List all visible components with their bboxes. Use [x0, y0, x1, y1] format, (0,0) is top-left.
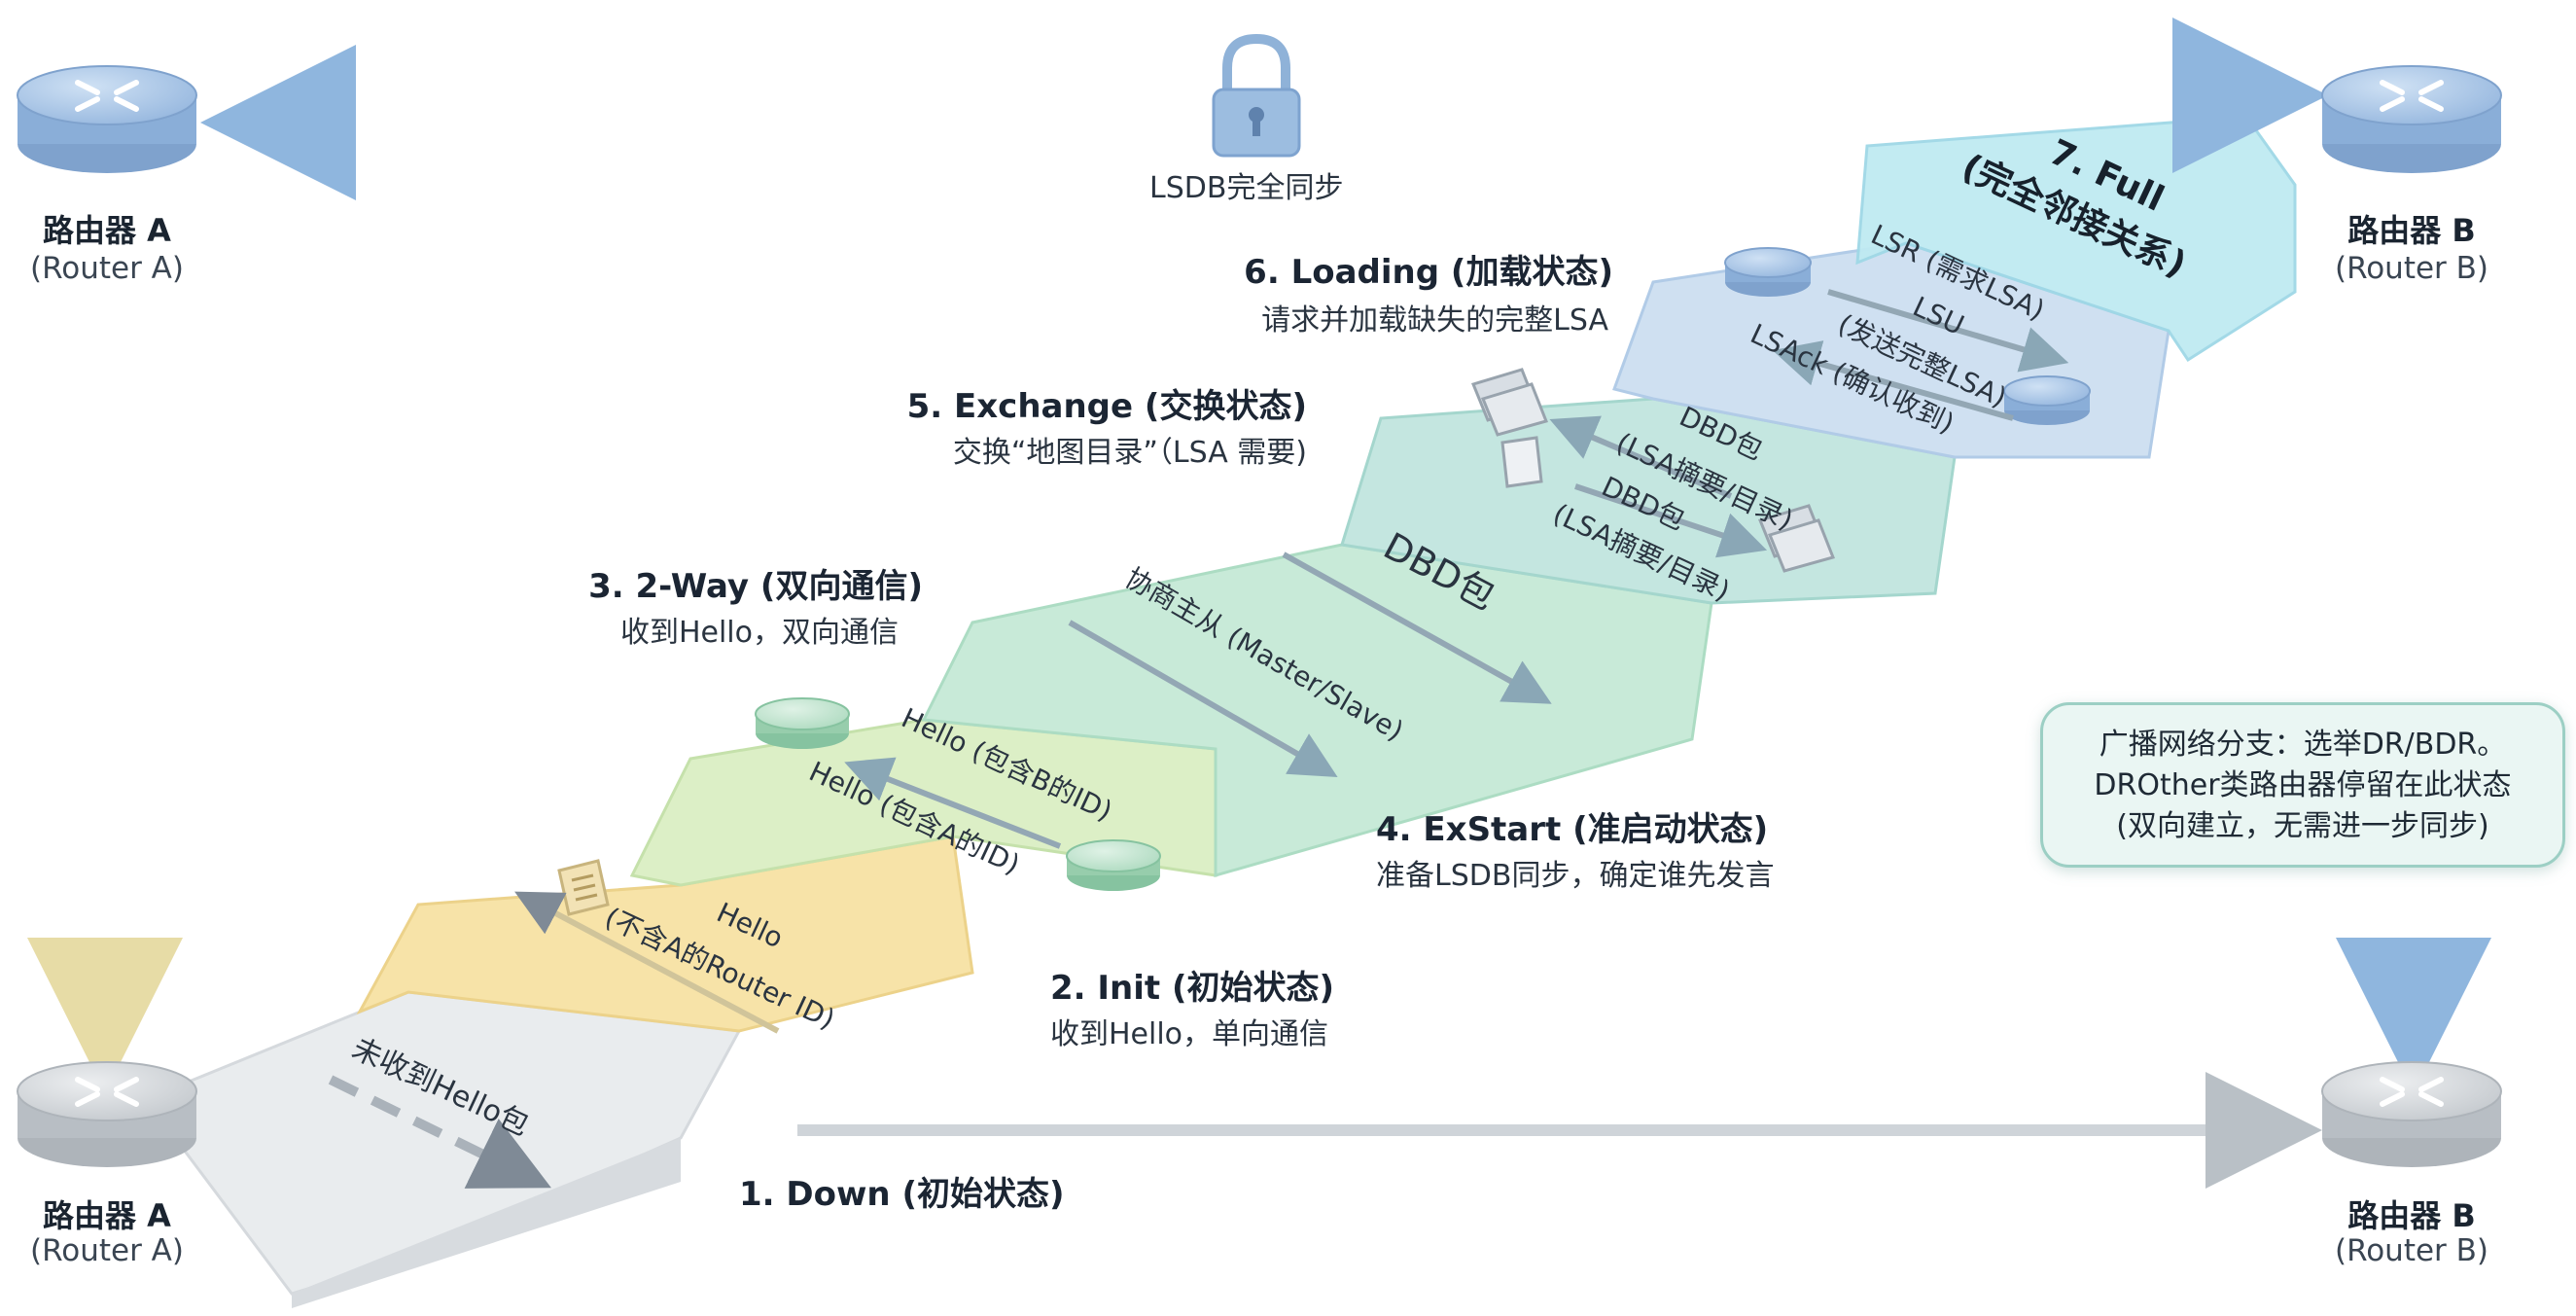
- document-icon: [557, 859, 610, 916]
- init-arrow: [514, 891, 780, 1034]
- broadcast-note-line1: 广播网络分支：选举DR/BDR。: [2099, 728, 2507, 762]
- state-loading-title: 6. Loading (加载状态): [1244, 253, 1613, 292]
- state-exstart-title: 4. ExStart (准启动状态): [1376, 810, 1769, 849]
- broadcast-note-line3: (双向建立，无需进一步同步): [2116, 809, 2489, 843]
- exchange-arrow-right: [1574, 483, 1768, 558]
- router-icon: [2321, 65, 2502, 173]
- state-exstart-desc: 准备LSDB同步，确定谁先发言: [1376, 859, 1775, 893]
- step-exstart: [921, 543, 1713, 877]
- router-icon: [17, 1061, 197, 1167]
- router-b-bottom-title: 路由器 B: [2347, 1197, 2476, 1234]
- state-init-desc: 收到Hello，单向通信: [1050, 1017, 1329, 1051]
- state-loading-desc: 请求并加载缺失的完整LSA: [1261, 303, 1608, 338]
- broadcast-network-note: 广播网络分支：选举DR/BDR。 DROther类路由器停留在此状态 (双向建立…: [2040, 702, 2565, 868]
- lsdb-sync-label: LSDB完全同步: [1149, 171, 1344, 205]
- router-a-top-title: 路由器 A: [43, 212, 171, 249]
- router-icon: [1066, 839, 1161, 891]
- router-b-bottom-subtitle: (Router B): [2334, 1233, 2489, 1268]
- document-icon: [1500, 436, 1543, 488]
- router-icon: [1724, 247, 1812, 297]
- lock-icon: [1212, 33, 1301, 158]
- document-stack-icon: [1757, 504, 1836, 573]
- router-icon: [17, 65, 197, 173]
- router-icon: [2321, 1061, 2502, 1167]
- router-a-bottom-subtitle: (Router A): [30, 1233, 184, 1268]
- exstart-arrow-1: [1068, 620, 1338, 777]
- loading-arrow-lsr: [1827, 289, 2069, 373]
- state-two-way-title: 3. 2-Way (双向通信): [588, 567, 923, 606]
- state-init-title: 2. Init (初始状态): [1050, 969, 1335, 1008]
- router-b-top-title: 路由器 B: [2347, 212, 2476, 249]
- loading-arrow-lsack: [1772, 340, 2014, 421]
- exstart-arrow-2: [1282, 551, 1552, 704]
- router-icon: [755, 697, 850, 749]
- router-b-top-subtitle: (Router B): [2334, 251, 2489, 286]
- state-down-title: 1. Down (初始状态): [739, 1175, 1065, 1214]
- step-init: [356, 835, 974, 1033]
- state-staircase: [143, 115, 2297, 1308]
- step-down-front: [292, 1138, 681, 1308]
- state-two-way-desc: 收到Hello，双向通信: [619, 616, 899, 650]
- exchange-arrow-left: [1549, 415, 1733, 499]
- router-a-bottom-title: 路由器 A: [43, 1197, 171, 1234]
- state-exchange-title: 5. Exchange (交换状态): [906, 387, 1307, 426]
- down-dashed-arrow: [328, 1075, 551, 1189]
- router-a-top-subtitle: (Router A): [30, 251, 184, 286]
- document-stack-icon: [1470, 368, 1549, 437]
- step-full: [1855, 115, 2297, 363]
- state-exchange-desc: 交换“地图目录”（LSA 需要): [952, 436, 1307, 470]
- two-way-arrow-left: [844, 757, 1062, 849]
- broadcast-note-line2: DROther类路由器停留在此状态: [2094, 768, 2512, 802]
- router-icon: [2003, 375, 2091, 425]
